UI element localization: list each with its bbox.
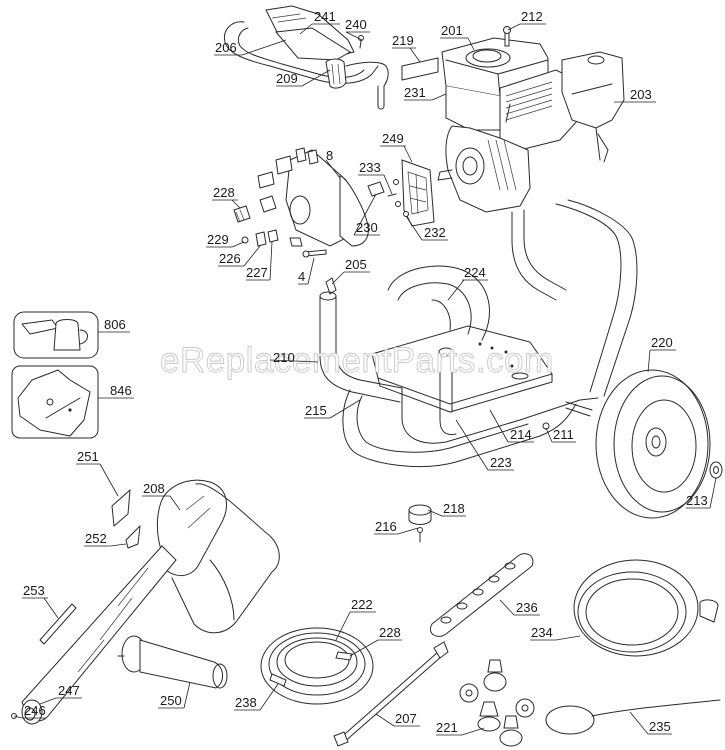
callout-227: 227: [246, 265, 268, 280]
callout-240: 240: [345, 17, 367, 32]
callout-212: 212: [521, 9, 543, 24]
callout-223: 223: [490, 455, 512, 470]
handle-control-panel: [223, 5, 439, 110]
callout-222: 222: [351, 597, 373, 612]
callout-806: 806: [104, 317, 126, 332]
callout-209: 209: [276, 71, 298, 86]
callout-214: 214: [510, 427, 532, 442]
callout-234: 234: [531, 625, 553, 640]
callout-221: 221: [436, 720, 458, 735]
callout-252: 252: [85, 531, 107, 546]
callout-210: 210: [273, 350, 295, 365]
wheel: [595, 369, 723, 519]
callout-233: 233: [359, 160, 381, 175]
callout-246: 246: [24, 703, 46, 718]
callout-224: 224: [464, 265, 486, 280]
callout-201: 201: [441, 23, 463, 38]
callout-208: 208: [143, 481, 165, 496]
oil-bottle: [13, 311, 99, 359]
callout-213: 213: [686, 493, 708, 508]
callout-250: 250: [160, 693, 182, 708]
callout-230: 230: [356, 220, 378, 235]
callout-219: 219: [392, 33, 414, 48]
callout-236: 236: [516, 600, 538, 615]
callout-203: 203: [630, 87, 652, 102]
callout-229: 229: [207, 232, 229, 247]
callout-215: 215: [305, 403, 327, 418]
callout-228-hose: 228: [379, 625, 401, 640]
callout-241: 241: [314, 9, 336, 24]
callout-226: 226: [219, 251, 241, 266]
callout-8: 8: [326, 148, 333, 163]
callout-235: 235: [649, 719, 671, 734]
pump-assembly: [233, 147, 435, 295]
nozzle-cleaning-wire: [545, 699, 721, 735]
callout-206: 206: [215, 40, 237, 55]
high-pressure-hose: [260, 627, 374, 705]
callout-249: 249: [382, 131, 404, 146]
engine-assembly: [437, 26, 625, 213]
callout-238: 238: [235, 695, 257, 710]
callout-253: 253: [23, 583, 45, 598]
callout-216: 216: [375, 519, 397, 534]
lance: [333, 641, 449, 747]
garden-hose: [573, 559, 719, 657]
callout-232: 232: [424, 225, 446, 240]
hose-strap: [430, 553, 534, 637]
cart-frame: [319, 199, 638, 543]
callout-251: 251: [77, 449, 99, 464]
callout-846: 846: [110, 383, 132, 398]
callouts: 241 240 206 209 219 201 212 231 203 8 24…: [13, 9, 717, 736]
quick-connect-nozzles: [459, 659, 535, 747]
watermark: eReplacementParts.com: [160, 341, 554, 380]
callout-247: 247: [58, 683, 80, 698]
callout-4: 4: [298, 269, 305, 284]
callout-228-pump: 228: [213, 185, 235, 200]
hardware-kit: [11, 365, 99, 439]
extension-handle: [117, 635, 228, 689]
spray-gun-and-wand: [11, 479, 280, 725]
callout-220: 220: [651, 335, 673, 350]
callout-205: 205: [345, 257, 367, 272]
callout-211: 211: [553, 427, 574, 442]
callout-231: 231: [404, 85, 426, 100]
callout-218: 218: [443, 501, 465, 516]
callout-207: 207: [395, 711, 417, 726]
